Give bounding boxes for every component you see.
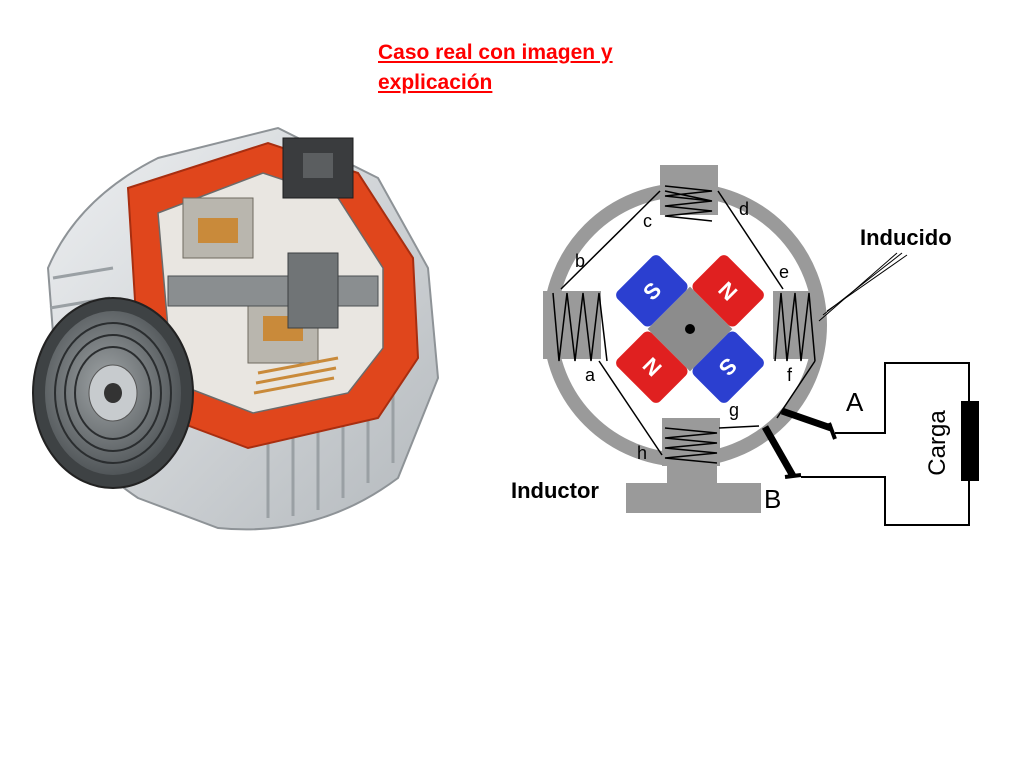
inducido-pointers: [818, 252, 908, 322]
slide-title: Caso real con imagen y explicación: [378, 38, 678, 98]
coil-top: [664, 185, 713, 222]
brush-a: [780, 407, 833, 432]
tap-label-f: f: [787, 365, 793, 385]
title-line-1: Caso real con imagen y: [378, 41, 613, 64]
generator-schematic: a b c d e f g h N S S N A B: [497, 143, 1000, 563]
coil-left: [552, 292, 608, 362]
magnet-south-left: [616, 255, 688, 327]
inductor-base: [626, 483, 761, 513]
tap-label-b: b: [575, 251, 585, 271]
load-resistor: [961, 401, 979, 481]
coil-right: [774, 292, 816, 362]
coil-connections: [560, 190, 816, 456]
alternator-cutaway-photo: [32, 126, 440, 531]
tap-label-e: e: [779, 262, 789, 282]
tap-label-d: d: [739, 199, 749, 219]
rotor: N S S N: [616, 255, 764, 403]
coil-bottom: [664, 427, 718, 464]
tap-label-c: c: [643, 211, 652, 231]
label-carga: Carga: [924, 410, 951, 476]
magnet-north-top: [692, 255, 764, 327]
title-line-2: explicación: [378, 71, 493, 94]
tap-label-h: h: [637, 443, 647, 463]
pole-left: [543, 291, 601, 359]
label-terminal-b: B: [764, 484, 781, 514]
magnet-north-bottom: [616, 331, 688, 403]
label-inducido: Inducido: [860, 225, 952, 250]
load-circuit: [801, 362, 970, 526]
magnet-south-right: [692, 331, 764, 403]
tap-label-g: g: [729, 400, 739, 420]
tap-label-a: a: [585, 365, 596, 385]
brush-b: [761, 425, 797, 478]
label-inductor: Inductor: [511, 478, 599, 503]
label-terminal-a: A: [846, 387, 864, 417]
